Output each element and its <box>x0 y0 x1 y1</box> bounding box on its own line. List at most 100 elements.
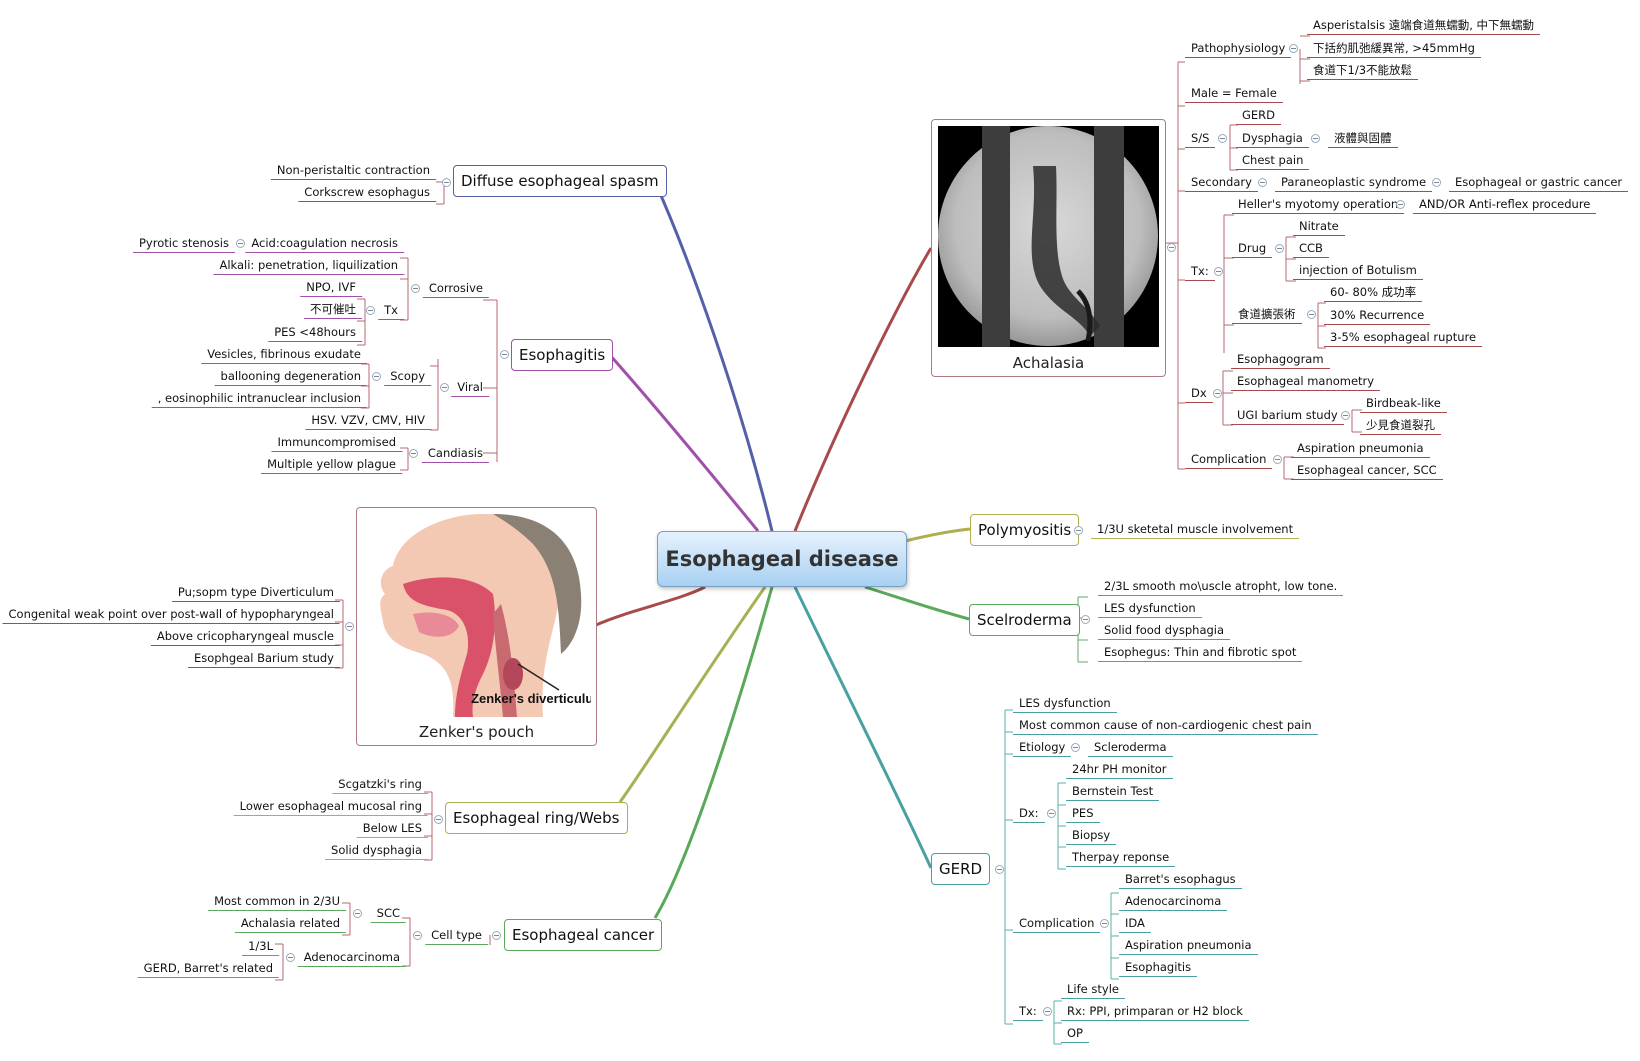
gerd-most-common[interactable]: Most common cause of non-cardiogenic che… <box>1013 718 1318 735</box>
ss-dysphagia-note[interactable]: 液體與固體 <box>1328 131 1398 148</box>
cancer-collapse-icon[interactable] <box>492 931 501 940</box>
gerd-tx-collapse-icon[interactable] <box>1043 1007 1052 1016</box>
scleroderma-item[interactable]: 2/3L smooth mo\uscle atropht, low tone. <box>1098 579 1344 596</box>
viral-collapse-icon[interactable] <box>440 383 449 392</box>
adeno-item[interactable]: GERD, Barret's related <box>137 961 279 978</box>
gerd-les[interactable]: LES dysfunction <box>1013 696 1117 713</box>
ugi-item[interactable]: 少見食道裂孔 <box>1360 418 1441 435</box>
ring-item[interactable]: Scgatzki's ring <box>332 777 428 794</box>
corrosive-tx-item[interactable]: 不可催吐 <box>304 302 362 319</box>
esophagitis-viral[interactable]: Viral <box>451 380 489 397</box>
dx-manometry[interactable]: Esophageal manometry <box>1231 374 1381 391</box>
central-topic[interactable]: Esophageal disease <box>657 531 907 587</box>
complication-item[interactable]: Aspiration pneumonia <box>1291 441 1430 458</box>
ring-item[interactable]: Lower esophageal mucosal ring <box>233 799 428 816</box>
scopy-item[interactable]: , eosinophilic intranuclear inclusion <box>151 391 367 408</box>
dx-ugi[interactable]: UGI barium study <box>1231 408 1344 425</box>
gerd-tx-item[interactable]: Life style <box>1061 982 1125 999</box>
ring-collapse-icon[interactable] <box>434 815 443 824</box>
dx-esophagogram[interactable]: Esophagogram <box>1231 352 1330 369</box>
pathophysiology-item[interactable]: 下括約肌弛緩異常, >45mmHg <box>1307 41 1481 58</box>
corrosive-tx-item[interactable]: NPO, IVF <box>300 280 362 297</box>
scc-collapse-icon[interactable] <box>353 909 362 918</box>
cancer-adeno[interactable]: Adenocarcinoma <box>297 950 406 967</box>
tx-drug[interactable]: Drug <box>1232 241 1273 258</box>
tx-collapse-icon[interactable] <box>1214 267 1223 276</box>
tx-heller[interactable]: Heller's myotomy operation <box>1232 197 1405 214</box>
gerd-dx[interactable]: Dx: <box>1013 806 1045 823</box>
gerd-complication-item[interactable]: Adenocarcinoma <box>1119 894 1228 911</box>
pathophysiology-item[interactable]: 食道下1/3不能放鬆 <box>1307 63 1419 80</box>
achalasia-male-female[interactable]: Male = Female <box>1185 86 1283 103</box>
achalasia-dx[interactable]: Dx <box>1185 386 1213 403</box>
corrosive-pyrotic[interactable]: Pyrotic stenosis <box>132 236 235 253</box>
gerd-dx-item[interactable]: 24hr PH monitor <box>1066 762 1173 779</box>
secondary-paraneoplastic[interactable]: Paraneoplastic syndrome <box>1275 175 1433 192</box>
polymyositis-item[interactable]: 1/3U sketetal muscle involvement <box>1091 522 1300 539</box>
achalasia-collapse-icon[interactable] <box>1167 243 1176 252</box>
gerd-dx-item[interactable]: Therpay reponse <box>1066 850 1176 867</box>
esophagitis-candidiasis[interactable]: Candiasis <box>421 446 489 463</box>
complication-item[interactable]: Esophageal cancer, SCC <box>1291 463 1443 480</box>
zenker-item[interactable]: Congenital weak point over post-wall of … <box>2 607 340 624</box>
etiology-item[interactable]: Scleroderma <box>1088 740 1173 757</box>
gerd-etiology[interactable]: Etiology <box>1013 740 1072 757</box>
gerd-dx-item[interactable]: Bernstein Test <box>1066 784 1160 801</box>
gerd-complication[interactable]: Complication <box>1013 916 1101 933</box>
drug-collapse-icon[interactable] <box>1275 244 1284 253</box>
gerd-dx-collapse-icon[interactable] <box>1047 809 1056 818</box>
ugi-item[interactable]: Birdbeak-like <box>1360 396 1447 413</box>
esophageal-cancer-node[interactable]: Esophageal cancer <box>504 919 663 951</box>
polymyositis-collapse-icon[interactable] <box>1074 526 1083 535</box>
esophagitis-node[interactable]: Esophagitis <box>511 339 614 371</box>
scleroderma-item[interactable]: Esophegus: Thin and fibrotic spot <box>1098 645 1303 662</box>
diffuse-collapse-icon[interactable] <box>442 178 451 187</box>
scopy-item[interactable]: ballooning degeneration <box>214 369 367 386</box>
esophagitis-corrosive[interactable]: Corrosive <box>422 281 489 298</box>
dilation-item[interactable]: 60- 80% 成功率 <box>1324 285 1423 302</box>
gerd-dx-item[interactable]: Biopsy <box>1066 828 1117 845</box>
achalasia-ss[interactable]: S/S <box>1185 131 1216 148</box>
zenker-item[interactable]: Pu;sopm type Diverticulum <box>171 585 340 602</box>
candidiasis-item[interactable]: Multiple yellow plague <box>261 457 402 474</box>
adeno-collapse-icon[interactable] <box>286 953 295 962</box>
corrosive-collapse-icon[interactable] <box>411 284 420 293</box>
drug-item[interactable]: CCB <box>1293 241 1329 258</box>
diffuse-item[interactable]: Corkscrew esophagus <box>298 185 436 202</box>
gerd-tx-item[interactable]: OP <box>1061 1026 1089 1043</box>
ss-dysphagia[interactable]: Dysphagia <box>1236 131 1309 148</box>
drug-item[interactable]: Nitrate <box>1293 219 1345 236</box>
ss-gerd[interactable]: GERD <box>1236 108 1282 125</box>
scleroderma-item[interactable]: LES dysfunction <box>1098 601 1202 618</box>
tx-dilation[interactable]: 食道擴張術 <box>1232 307 1302 324</box>
ring-item[interactable]: Below LES <box>356 821 428 838</box>
zenker-collapse-icon[interactable] <box>345 622 354 631</box>
gerd-complication-item[interactable]: Esophagitis <box>1119 960 1198 977</box>
achalasia-complication[interactable]: Complication <box>1185 452 1273 469</box>
dilation-item[interactable]: 30% Recurrence <box>1324 308 1431 325</box>
gerd-complication-item[interactable]: IDA <box>1119 916 1151 933</box>
scc-item[interactable]: Most common in 2/3U <box>208 894 346 911</box>
ss-collapse-icon[interactable] <box>1218 134 1227 143</box>
candidiasis-collapse-icon[interactable] <box>409 449 418 458</box>
pathophysiology-item[interactable]: Asperistalsis 遠端食道無蠕動, 中下無蠕動 <box>1307 18 1541 35</box>
zenker-item[interactable]: Esophgeal Barium study <box>187 651 340 668</box>
etiology-collapse-icon[interactable] <box>1071 743 1080 752</box>
cell-type-collapse-icon[interactable] <box>413 931 422 940</box>
scc-item[interactable]: Achalasia related <box>234 916 346 933</box>
diffuse-item[interactable]: Non-peristaltic contraction <box>270 163 436 180</box>
dilation-collapse-icon[interactable] <box>1307 310 1316 319</box>
scleroderma-node[interactable]: Scelroderma <box>969 604 1080 636</box>
ring-item[interactable]: Solid dysphagia <box>325 843 428 860</box>
achalasia-node[interactable]: Achalasia <box>931 119 1166 377</box>
esophagitis-collapse-icon[interactable] <box>500 350 509 359</box>
dilation-item[interactable]: 3-5% esophageal rupture <box>1324 330 1483 347</box>
achalasia-pathophysiology[interactable]: Pathophysiology <box>1185 41 1292 58</box>
scleroderma-collapse-icon[interactable] <box>1081 615 1090 624</box>
viral-hsv[interactable]: HSV. VZV, CMV, HIV <box>305 413 431 430</box>
diffuse-spasm-node[interactable]: Diffuse esophageal spasm <box>453 165 667 197</box>
cancer-scc[interactable]: SCC <box>370 906 406 923</box>
ss-chest-pain[interactable]: Chest pain <box>1236 153 1310 170</box>
ring-webs-node[interactable]: Esophageal ring/Webs <box>445 802 628 834</box>
corrosive-tx-collapse-icon[interactable] <box>366 306 375 315</box>
